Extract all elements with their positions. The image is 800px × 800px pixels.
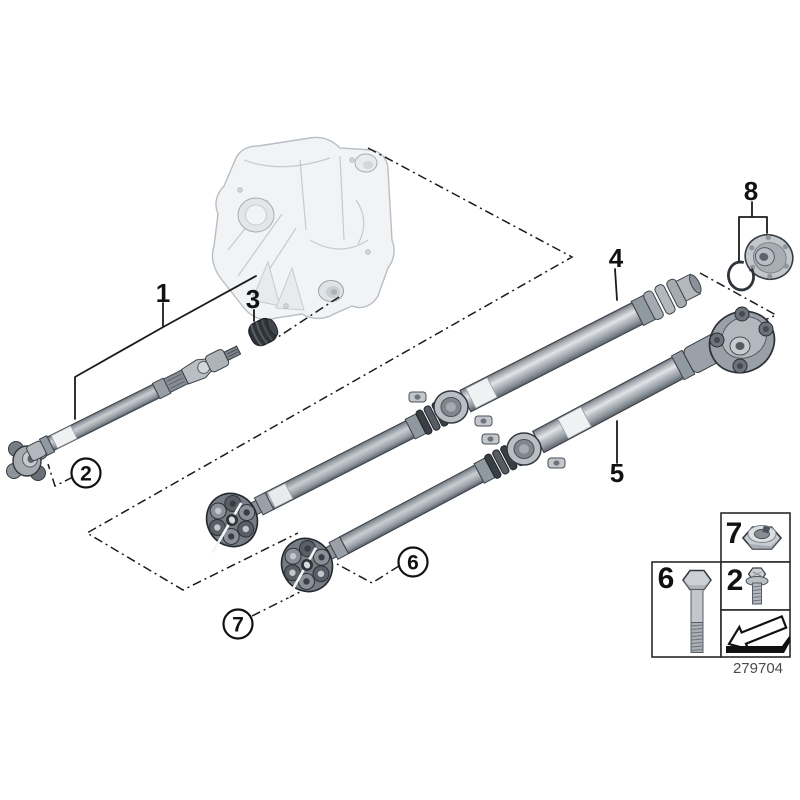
svg-text:7: 7 [726,517,743,550]
callouts: 1 3 4 5 8 2 6 7 [70,176,758,640]
callout-7-circle[interactable]: 7 [222,608,254,640]
lock-nut-icon [741,525,783,550]
callout-1-bracket [74,275,257,420]
callout-1[interactable]: 1 [156,278,170,308]
legend-box-nut[interactable]: 7 [720,512,791,563]
callout-5[interactable]: 5 [610,458,624,488]
flange-screw-icon [745,567,769,605]
front-drive-shaft [6,317,279,481]
legend-insets: 7 6 [651,512,791,677]
transfer-case [211,136,395,321]
rubber-boot-cap [248,317,279,347]
rear-drive-shaft-lower [264,306,776,606]
lock-ring [727,260,755,292]
output-flange [744,234,794,280]
end-sleeve-rings [643,278,687,321]
callout-8[interactable]: 8 [744,176,758,206]
callout-4[interactable]: 4 [609,243,624,273]
flex-disc-upper [189,483,268,560]
legend-box-screw[interactable]: 2 [720,561,791,611]
output-flange-group [727,234,794,292]
legend-box-arrow[interactable] [720,609,791,658]
svg-text:2: 2 [727,564,744,597]
callout-2-circle[interactable]: 2 [70,457,102,489]
rear-cv-flange-joint [708,306,776,374]
association-zigzag [85,147,574,591]
direction-arrow-icon [726,614,790,653]
rear-drive-shaft-upper [189,273,702,560]
callout-6-circle[interactable]: 6 [397,546,429,578]
part-number-label: 279704 [733,660,783,677]
callout-2-leader [47,463,74,488]
case-to-boot-line [277,296,340,338]
bearing-boot-ribs [484,440,526,479]
svg-text:6: 6 [658,562,675,595]
flex-disc-lower [264,528,344,606]
callout-leaders [74,201,768,464]
callout-6-leader [336,563,400,584]
svg-text:2: 2 [80,463,92,486]
legend-box-bolt[interactable]: 6 [651,561,722,658]
svg-text:7: 7 [232,614,244,637]
callout-3[interactable]: 3 [246,284,260,314]
callout-4-stem [614,268,618,301]
svg-text:6: 6 [407,552,419,575]
callout-8-bracket [738,201,768,262]
hex-bolt-icon [682,569,712,653]
